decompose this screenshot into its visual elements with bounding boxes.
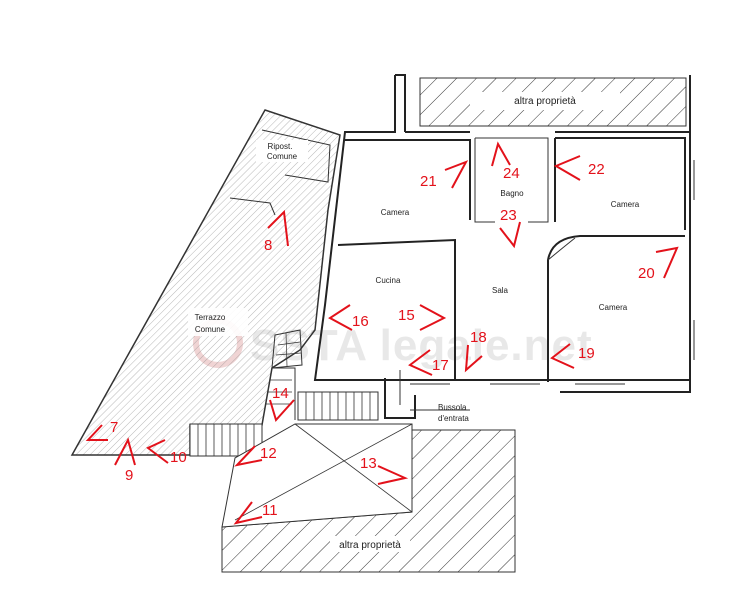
- svg-text:24: 24: [503, 165, 520, 182]
- marker-7[interactable]: 7: [85, 419, 118, 441]
- marker-19[interactable]: 19: [550, 343, 595, 369]
- ripost-comune-label: Comune: [267, 152, 298, 161]
- marker-12[interactable]: 12: [234, 445, 277, 467]
- stairs-upper: [297, 391, 379, 421]
- marker-8[interactable]: 8: [264, 209, 289, 254]
- ripostiglio-comune: Ripost. Comune: [229, 129, 331, 216]
- svg-text:14: 14: [272, 385, 289, 402]
- svg-text:10: 10: [170, 449, 187, 466]
- altra-proprieta-top: altra proprietà: [419, 77, 687, 127]
- marker-9[interactable]: 9: [114, 437, 136, 484]
- marker-14[interactable]: 14: [269, 385, 295, 422]
- marker-24[interactable]: 24: [491, 141, 520, 182]
- marker-18[interactable]: 18: [464, 329, 487, 373]
- svg-text:7: 7: [110, 419, 118, 436]
- marker-11[interactable]: 11: [233, 501, 278, 525]
- terrazzo-label: Terrazzo: [195, 313, 226, 322]
- altra-proprieta-top-label: altra proprietà: [514, 96, 576, 107]
- marker-10[interactable]: 10: [146, 439, 187, 466]
- terrazzo-comune-label: Comune: [195, 325, 226, 334]
- photo-markers: 7 8 9 10 11 12 13 14: [85, 141, 679, 525]
- svg-text:15: 15: [398, 307, 415, 324]
- marker-13[interactable]: 13: [360, 455, 409, 485]
- svg-text:20: 20: [638, 265, 655, 282]
- svg-text:9: 9: [125, 467, 133, 484]
- marker-16[interactable]: 16: [328, 304, 369, 331]
- svg-text:22: 22: [588, 161, 605, 178]
- marker-21[interactable]: 21: [420, 160, 469, 190]
- svg-text:11: 11: [262, 502, 278, 519]
- altra-proprieta-bottom: altra proprietà: [221, 429, 516, 573]
- svg-text:21: 21: [420, 173, 437, 190]
- ripost-label: Ripost.: [268, 142, 293, 151]
- marker-20[interactable]: 20: [638, 246, 679, 282]
- bagno-label: Bagno: [500, 189, 524, 198]
- courtyard: [221, 423, 413, 528]
- marker-23[interactable]: 23: [499, 207, 521, 249]
- svg-text:17: 17: [432, 357, 449, 374]
- camera-bottom-label: Camera: [599, 303, 628, 312]
- marker-22[interactable]: 22: [553, 155, 605, 181]
- bussola-label: Bussola: [438, 403, 467, 412]
- sala-label: Sala: [492, 286, 509, 295]
- marker-15[interactable]: 15: [398, 304, 447, 331]
- bussola-entrata-label: d'entrata: [438, 414, 469, 423]
- marker-17[interactable]: 17: [408, 349, 449, 376]
- svg-text:13: 13: [360, 455, 377, 472]
- svg-text:19: 19: [578, 345, 595, 362]
- camera-right-label: Camera: [611, 200, 640, 209]
- svg-text:12: 12: [260, 445, 277, 462]
- altra-proprieta-bottom-label: altra proprietà: [339, 540, 401, 551]
- svg-text:16: 16: [352, 313, 369, 330]
- apartment-walls: [313, 74, 695, 393]
- svg-text:8: 8: [264, 237, 272, 254]
- camera-left-label: Camera: [381, 208, 410, 217]
- svg-text:18: 18: [470, 329, 487, 346]
- bussola-entrata: Bussola d'entrata: [384, 370, 470, 423]
- cucina-label: Cucina: [376, 276, 401, 285]
- stairs-spiral: [266, 329, 303, 420]
- svg-text:23: 23: [500, 207, 517, 224]
- terrazzo-comune-area: Terrazzo Comune: [70, 109, 341, 456]
